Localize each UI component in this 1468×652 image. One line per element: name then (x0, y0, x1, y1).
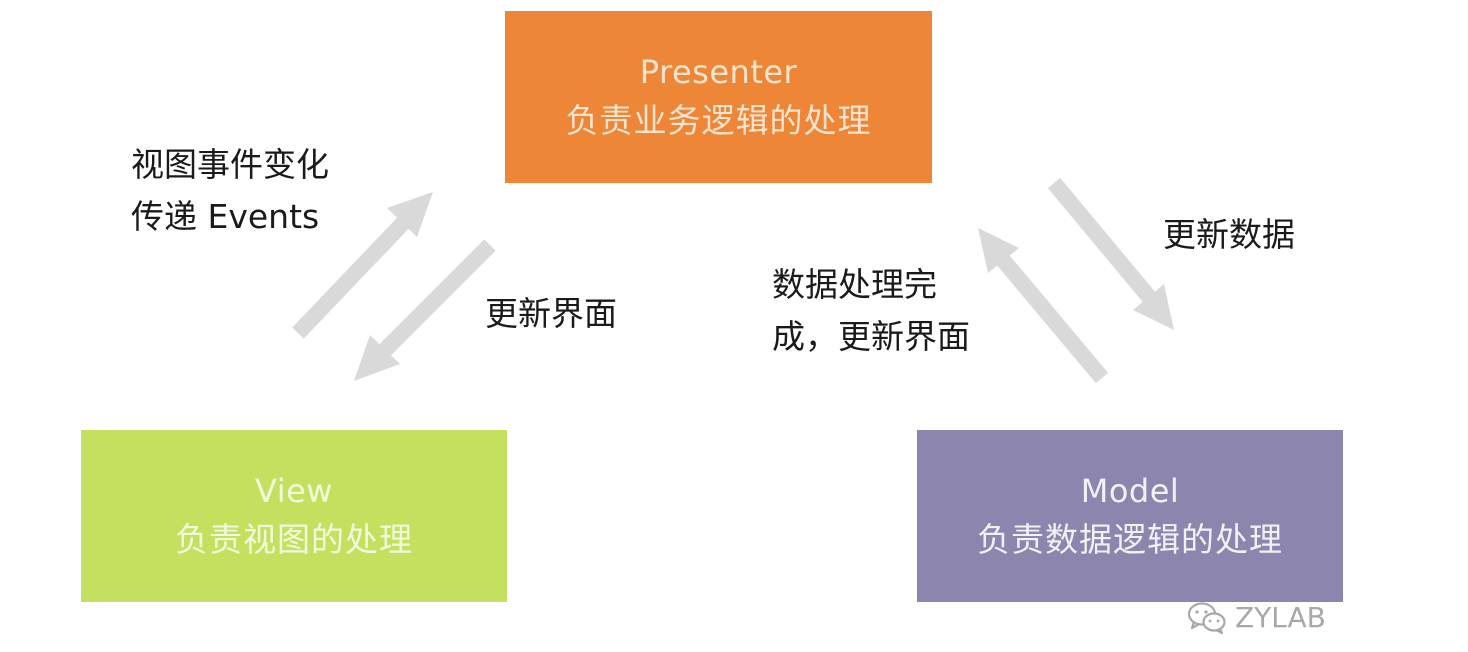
label-data-processed-line1: 数据处理完 (772, 265, 937, 304)
watermark: ZYLAB (1187, 600, 1326, 636)
arrow-presenter-to-model (1047, 177, 1174, 330)
label-update-ui: 更新界面 (485, 294, 617, 333)
presenter-description: 负责业务逻辑的处理 (565, 101, 872, 140)
label-update-data: 更新数据 (1163, 215, 1295, 254)
arrow-model-to-presenter (978, 228, 1109, 384)
presenter-box: Presenter 负责业务逻辑的处理 (505, 11, 932, 183)
label-data-processed-line2: 成，更新界面 (772, 317, 970, 356)
view-description: 负责视图的处理 (175, 520, 413, 559)
model-box: Model 负责数据逻辑的处理 (917, 430, 1343, 602)
arrow-view-to-presenter (292, 192, 433, 339)
model-title: Model (1080, 472, 1180, 510)
label-data-processed: 数据处理完 成，更新界面 (772, 259, 970, 363)
arrow-presenter-to-view (354, 239, 496, 381)
wechat-icon (1187, 602, 1226, 635)
model-description: 负责数据逻辑的处理 (977, 520, 1283, 559)
view-box: View 负责视图的处理 (81, 430, 507, 602)
watermark-text: ZYLAB (1235, 601, 1326, 634)
label-view-events-line1: 视图事件变化 (131, 145, 329, 184)
view-title: View (255, 472, 333, 510)
label-view-events: 视图事件变化 传递 Events (131, 139, 329, 243)
label-view-events-line2: 传递 Events (131, 197, 320, 236)
presenter-title: Presenter (639, 53, 798, 91)
